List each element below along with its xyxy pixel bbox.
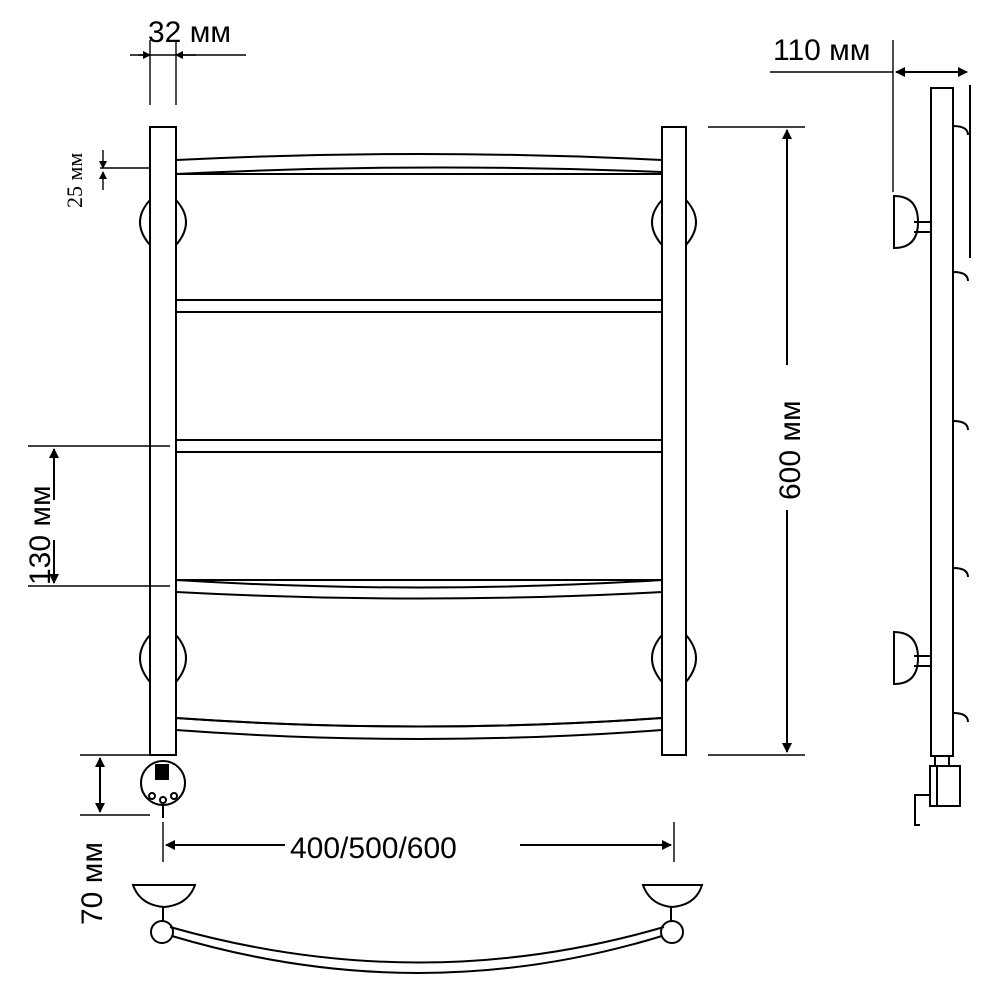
- dim-rung-spacing: 130 мм: [24, 445, 170, 587]
- mount-top-left: [139, 199, 187, 246]
- top-pipe-left: [150, 920, 174, 944]
- side-mount-top: [893, 194, 931, 250]
- dim-bottom-offset: 70 мм: [76, 754, 150, 925]
- mount-top-right: [651, 199, 697, 246]
- heater-connector: [140, 760, 186, 818]
- top-rung-outer: [171, 935, 663, 974]
- rung-spacing-label: 130 мм: [24, 485, 57, 585]
- depth-label: 110 мм: [773, 34, 870, 67]
- dim-depth: 110 мм: [770, 34, 968, 192]
- rung-panel-4: [175, 592, 663, 728]
- dim-wall-offset-small: 25 мм: [62, 150, 150, 208]
- dim-height: 600 мм: [708, 126, 807, 756]
- side-heater: [914, 755, 961, 826]
- mount-bottom-right: [651, 634, 697, 683]
- rung-5: [175, 716, 663, 740]
- pipe-diameter-label: 32 мм: [148, 16, 231, 49]
- left-pipe: [149, 126, 177, 756]
- side-pipe: [930, 87, 954, 757]
- width-label: 400/500/600: [290, 832, 457, 865]
- bottom-offset-label: 70 мм: [76, 842, 109, 925]
- side-mount-bottom: [893, 630, 931, 686]
- top-pipe-right: [660, 920, 684, 944]
- dim-pipe-diameter: 32 мм: [130, 16, 246, 105]
- rung-panel-1: [175, 173, 663, 301]
- rung-4: [175, 578, 663, 600]
- side-view: [893, 85, 971, 826]
- wall-offset-small-label: 25 мм: [62, 153, 87, 208]
- top-rung-inner: [169, 926, 665, 964]
- rung-1: [175, 153, 663, 176]
- front-view: [139, 126, 697, 818]
- top-mount-left: [131, 884, 197, 909]
- right-pipe: [661, 126, 687, 756]
- top-mount-right: [641, 884, 704, 909]
- dim-width: 400/500/600: [162, 822, 675, 865]
- height-label: 600 мм: [774, 400, 807, 500]
- rung-panel-2: [175, 311, 663, 441]
- mount-bottom-left: [139, 634, 187, 683]
- top-view: [131, 884, 704, 974]
- rung-panel-3: [175, 451, 663, 581]
